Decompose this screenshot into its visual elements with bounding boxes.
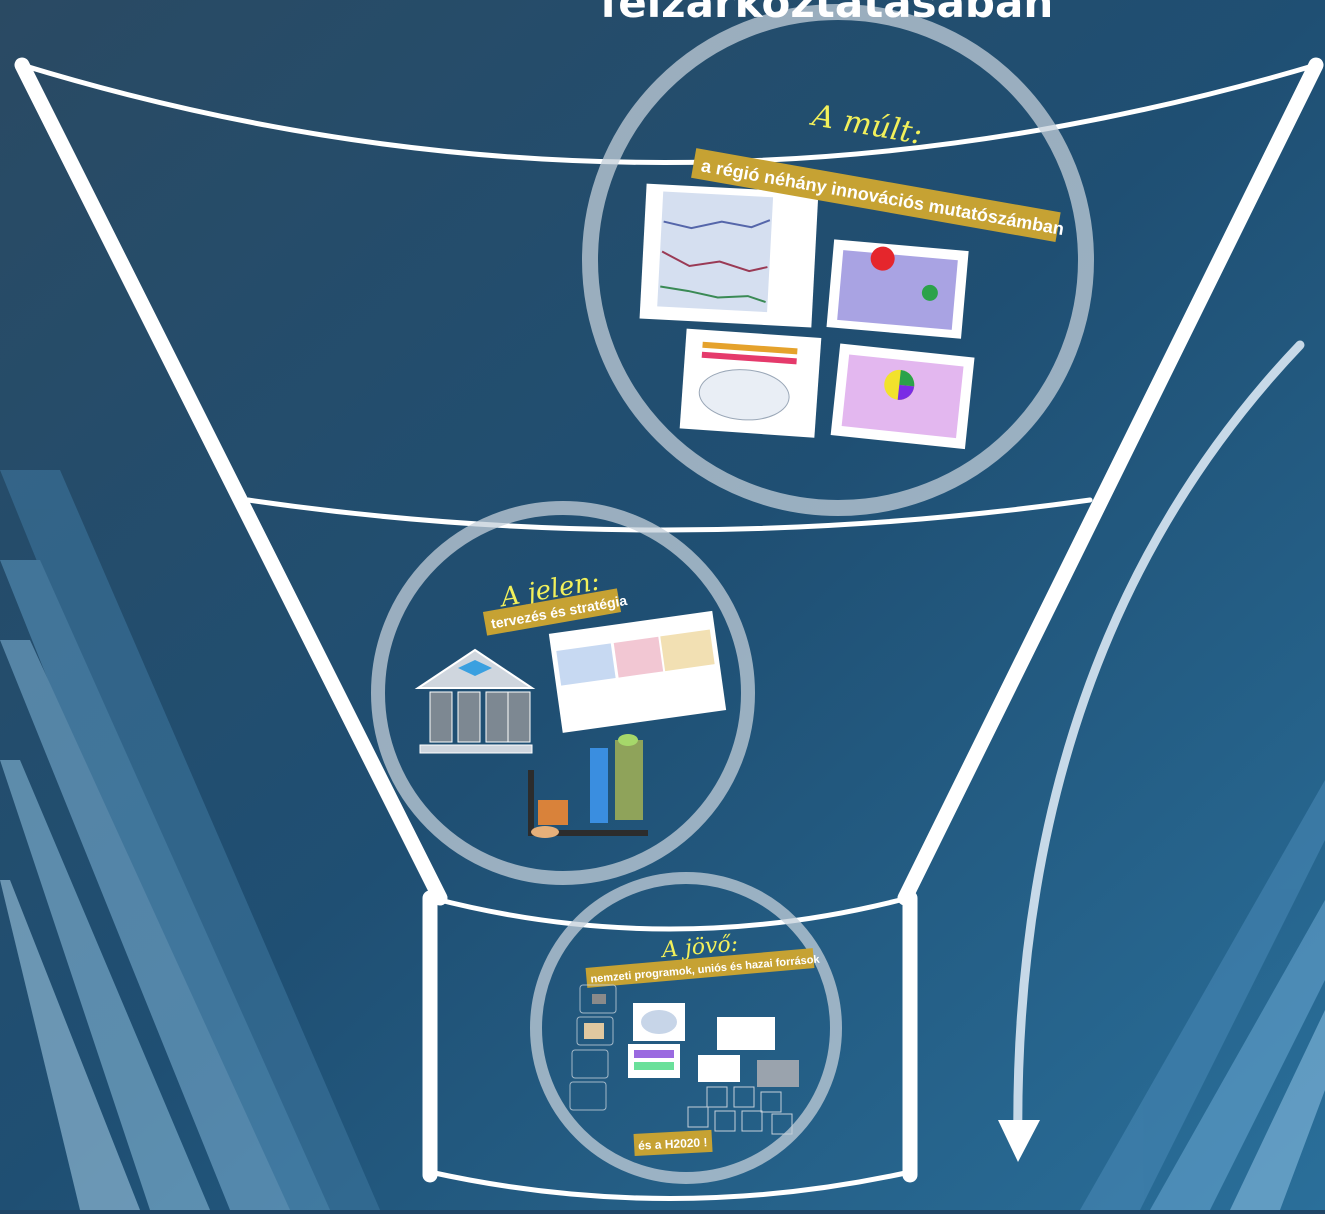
temple-diagram-icon (414, 648, 536, 754)
past-circle[interactable] (582, 4, 1094, 516)
future-footer-banner: és a H2020 ! (633, 1129, 713, 1156)
down-arrow-icon (998, 340, 1305, 1162)
bar-chart-3d-thumbnail (528, 734, 648, 838)
pie-map-thumbnail-2 (830, 343, 975, 450)
pie-map-thumbnail-1 (826, 239, 969, 339)
strategy-table-thumbnail (548, 610, 727, 733)
future-circle[interactable] (530, 872, 842, 1184)
present-circle[interactable] (371, 501, 755, 885)
past-thumbnails (639, 183, 975, 450)
future-footer: és a H2020 ! (638, 1135, 708, 1153)
page-title: felzárkóztatásában (600, 0, 1054, 27)
present-thumbnails (414, 610, 727, 838)
decorative-stripes (0, 470, 1325, 1210)
scatter-map-thumbnail (679, 328, 822, 438)
funnel (14, 57, 1324, 1201)
future-thumbnails (569, 984, 799, 1135)
line-chart-thumbnail (639, 183, 819, 328)
